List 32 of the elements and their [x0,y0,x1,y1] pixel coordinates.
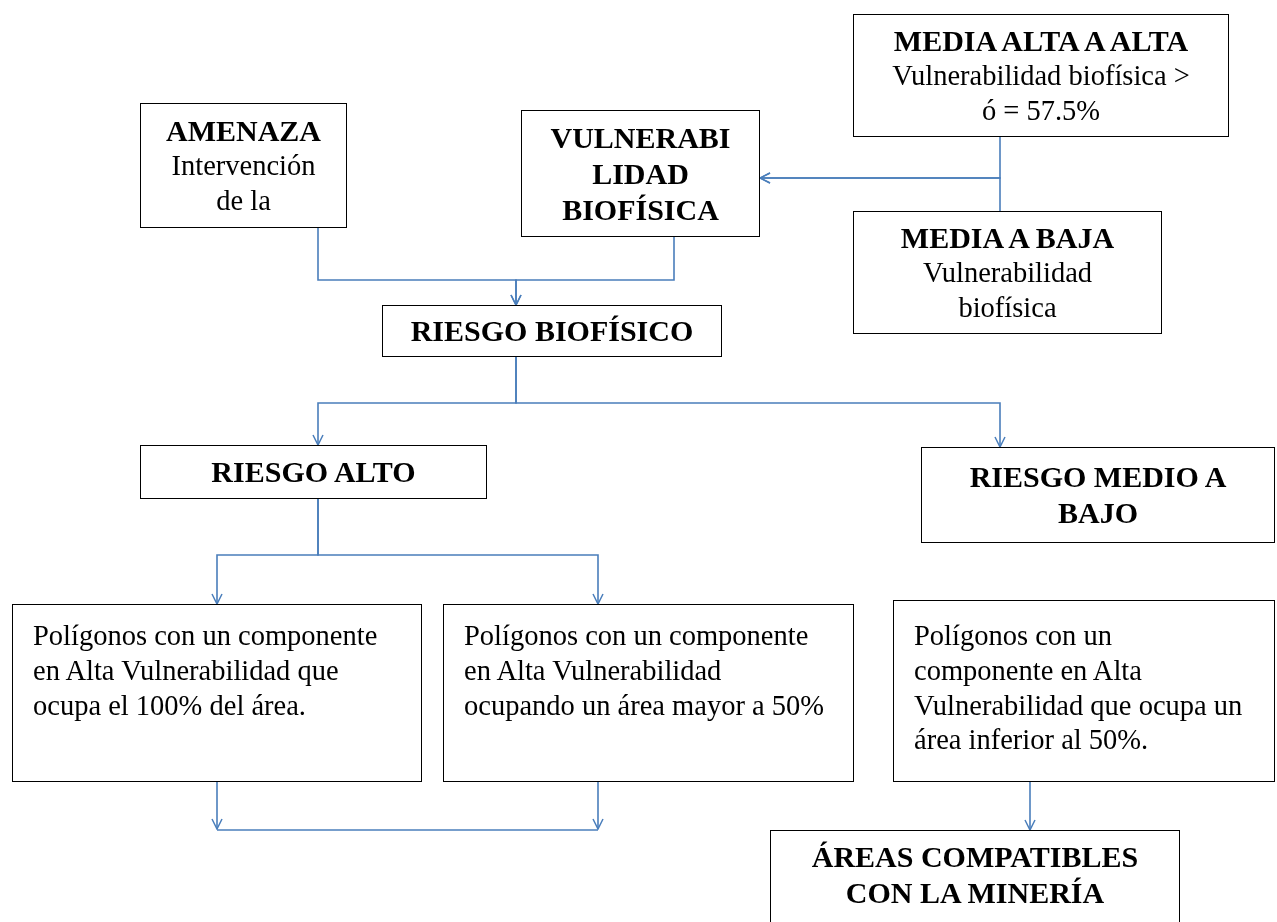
box-text: Polígonos con un componente en Alta Vulnerabilidad ocupando un área mayor a 50% [464,619,826,723]
box-text: Intervención de la [170,148,317,218]
process-box [853,14,1229,137]
process-box [853,211,1162,334]
process-box [12,604,422,782]
process-box [140,103,347,228]
process-box [770,830,1180,922]
arrow [510,236,675,306]
box-title: MEDIA A BAJA [900,219,1115,256]
arrow [592,781,604,830]
box-text: Vulnerabilidad biofísica [921,255,1094,325]
arrow [515,356,1006,448]
box-text: Vulnerabilidad biofísica > ó = 57.5% [891,58,1191,128]
arrow [211,781,223,830]
box-title: ÁREAS COMPATIBLES CON LA MINERÍA [810,839,1140,911]
box-title: MEDIA ALTA A ALTA [893,22,1189,59]
arrow [759,172,1001,212]
process-box [921,447,1275,543]
box-title: VULNERABI LIDAD BIOFÍSICA [549,119,732,228]
process-box [521,110,760,237]
process-box [382,305,722,357]
process-box [140,445,487,499]
process-box [443,604,854,782]
box-text: Polígonos con un componente en Alta Vulnerabilidad que ocupa un área inferior al 50%. [914,619,1244,758]
box-title: RIESGO ALTO [211,454,416,490]
box-title: RIESGO BIOFÍSICO [410,313,694,349]
arrow [317,498,604,605]
arrow [1024,781,1036,831]
box-title: AMENAZA [166,112,321,149]
box-text: Polígonos con un componente en Alta Vulnerabilidad que ocupa el 100% del área. [33,619,379,723]
box-title: RIESGO MEDIO A BAJO [968,459,1228,531]
process-box [893,600,1275,782]
